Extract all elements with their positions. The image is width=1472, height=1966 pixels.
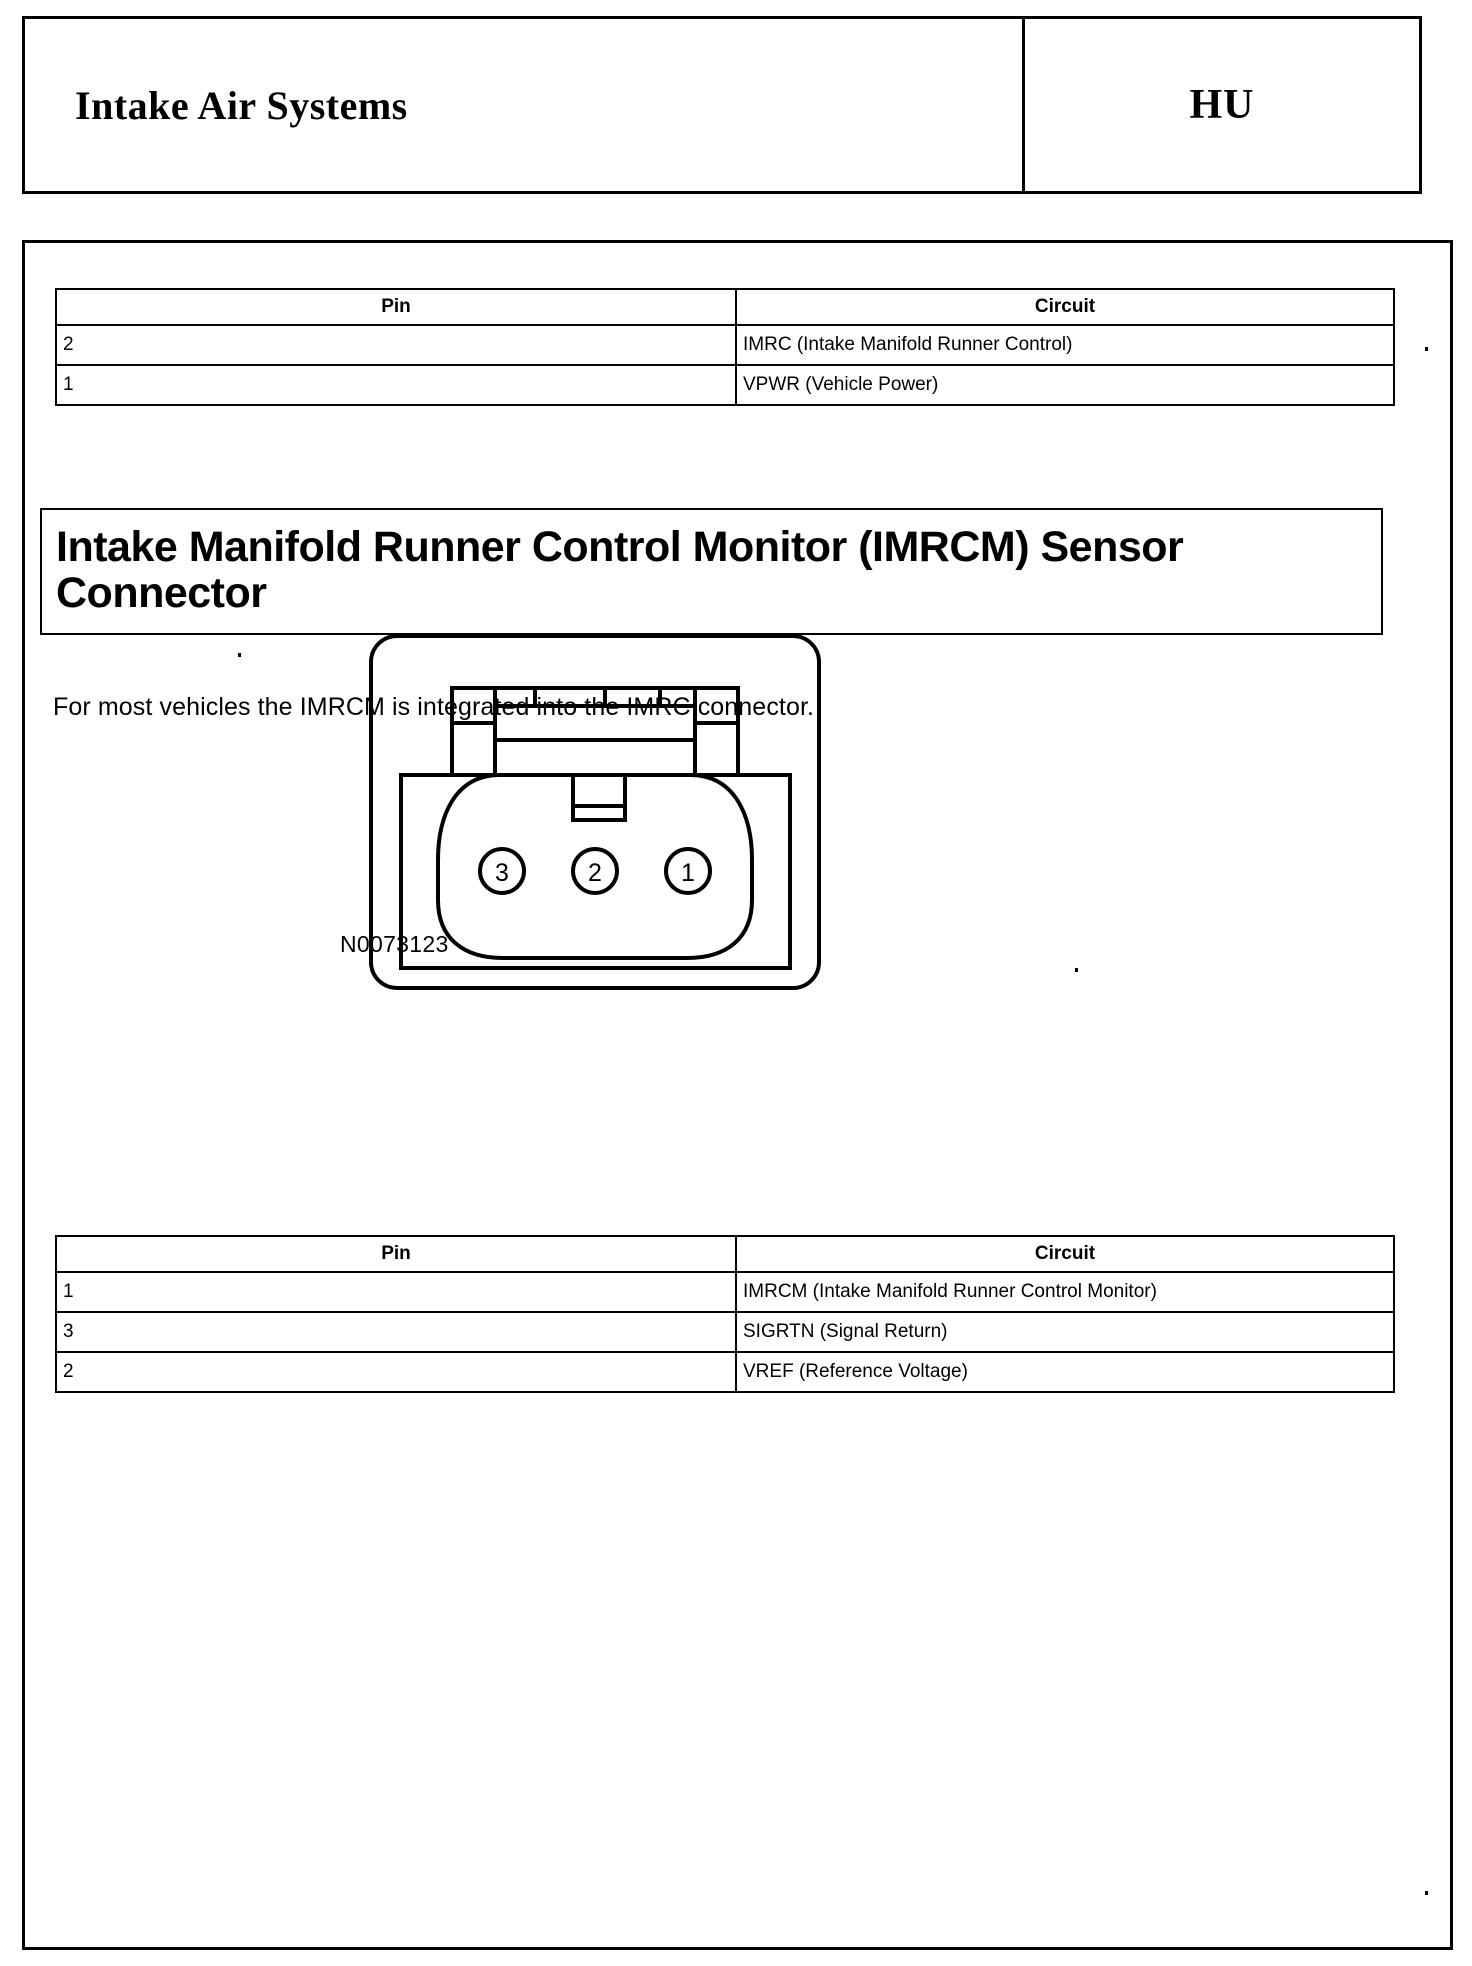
cell-circuit: VREF (Reference Voltage) bbox=[735, 1351, 1395, 1393]
cell-circuit: IMRCM (Intake Manifold Runner Control Mo… bbox=[735, 1271, 1395, 1313]
pin-number-1: 1 bbox=[681, 859, 695, 887]
cell-circuit: SIGRTN (Signal Return) bbox=[735, 1311, 1395, 1353]
header-title-cell: Intake Air Systems bbox=[25, 19, 1025, 191]
column-header-circuit: Circuit bbox=[735, 1235, 1395, 1273]
header-code-cell: HU bbox=[1025, 19, 1419, 191]
column-header-circuit: Circuit bbox=[735, 288, 1395, 326]
cell-circuit: VPWR (Vehicle Power) bbox=[735, 364, 1395, 406]
pin-circle-1 bbox=[664, 847, 712, 895]
pin-number-3: 3 bbox=[495, 859, 509, 887]
scan-speck bbox=[1425, 1891, 1428, 1895]
figure-part-number: N0073123 bbox=[340, 931, 449, 957]
section-code-badge: HU bbox=[1189, 82, 1255, 128]
column-header-pin: Pin bbox=[55, 288, 737, 326]
page-header: Intake Air Systems HU bbox=[22, 16, 1422, 194]
imrc-pin-table: Pin Circuit 2 IMRC (Intake Manifold Runn… bbox=[55, 288, 1395, 406]
table-row: 2 IMRC (Intake Manifold Runner Control) bbox=[55, 324, 1395, 366]
scan-speck bbox=[238, 653, 241, 657]
section-heading: Intake Manifold Runner Control Monitor (… bbox=[56, 523, 1184, 618]
table-row: 2 VREF (Reference Voltage) bbox=[55, 1351, 1395, 1393]
cell-circuit: IMRC (Intake Manifold Runner Control) bbox=[735, 324, 1395, 366]
page-title: Intake Air Systems bbox=[75, 82, 408, 128]
pin-circle-3 bbox=[478, 847, 526, 895]
table-row: 1 IMRCM (Intake Manifold Runner Control … bbox=[55, 1271, 1395, 1313]
cell-pin: 2 bbox=[55, 324, 737, 366]
section-heading-box: Intake Manifold Runner Control Monitor (… bbox=[40, 508, 1383, 635]
connector-outer-shell bbox=[369, 634, 821, 990]
table-header-row: Pin Circuit bbox=[55, 288, 1395, 326]
scan-speck bbox=[1075, 968, 1078, 972]
table-row: 3 SIGRTN (Signal Return) bbox=[55, 1311, 1395, 1353]
cell-pin: 3 bbox=[55, 1311, 737, 1353]
connector-illustration-svg: 3 2 1 bbox=[369, 634, 821, 990]
cell-pin: 2 bbox=[55, 1351, 737, 1393]
pin-number-2: 2 bbox=[588, 859, 602, 887]
page-content-frame: Pin Circuit 2 IMRC (Intake Manifold Runn… bbox=[22, 240, 1453, 1950]
pin-circle-2 bbox=[571, 847, 619, 895]
column-header-pin: Pin bbox=[55, 1235, 737, 1273]
connector-pin-housing bbox=[436, 773, 754, 960]
cell-pin: 1 bbox=[55, 364, 737, 406]
keyway-tab bbox=[571, 773, 627, 822]
table-row: 1 VPWR (Vehicle Power) bbox=[55, 364, 1395, 406]
imrcm-pin-table: Pin Circuit 1 IMRCM (Intake Manifold Run… bbox=[55, 1235, 1395, 1393]
cell-pin: 1 bbox=[55, 1271, 737, 1313]
connector-diagram: 3 2 1 bbox=[335, 628, 855, 998]
table-header-row: Pin Circuit bbox=[55, 1235, 1395, 1273]
scan-speck bbox=[1425, 347, 1428, 351]
connector-inner-body bbox=[399, 686, 792, 970]
